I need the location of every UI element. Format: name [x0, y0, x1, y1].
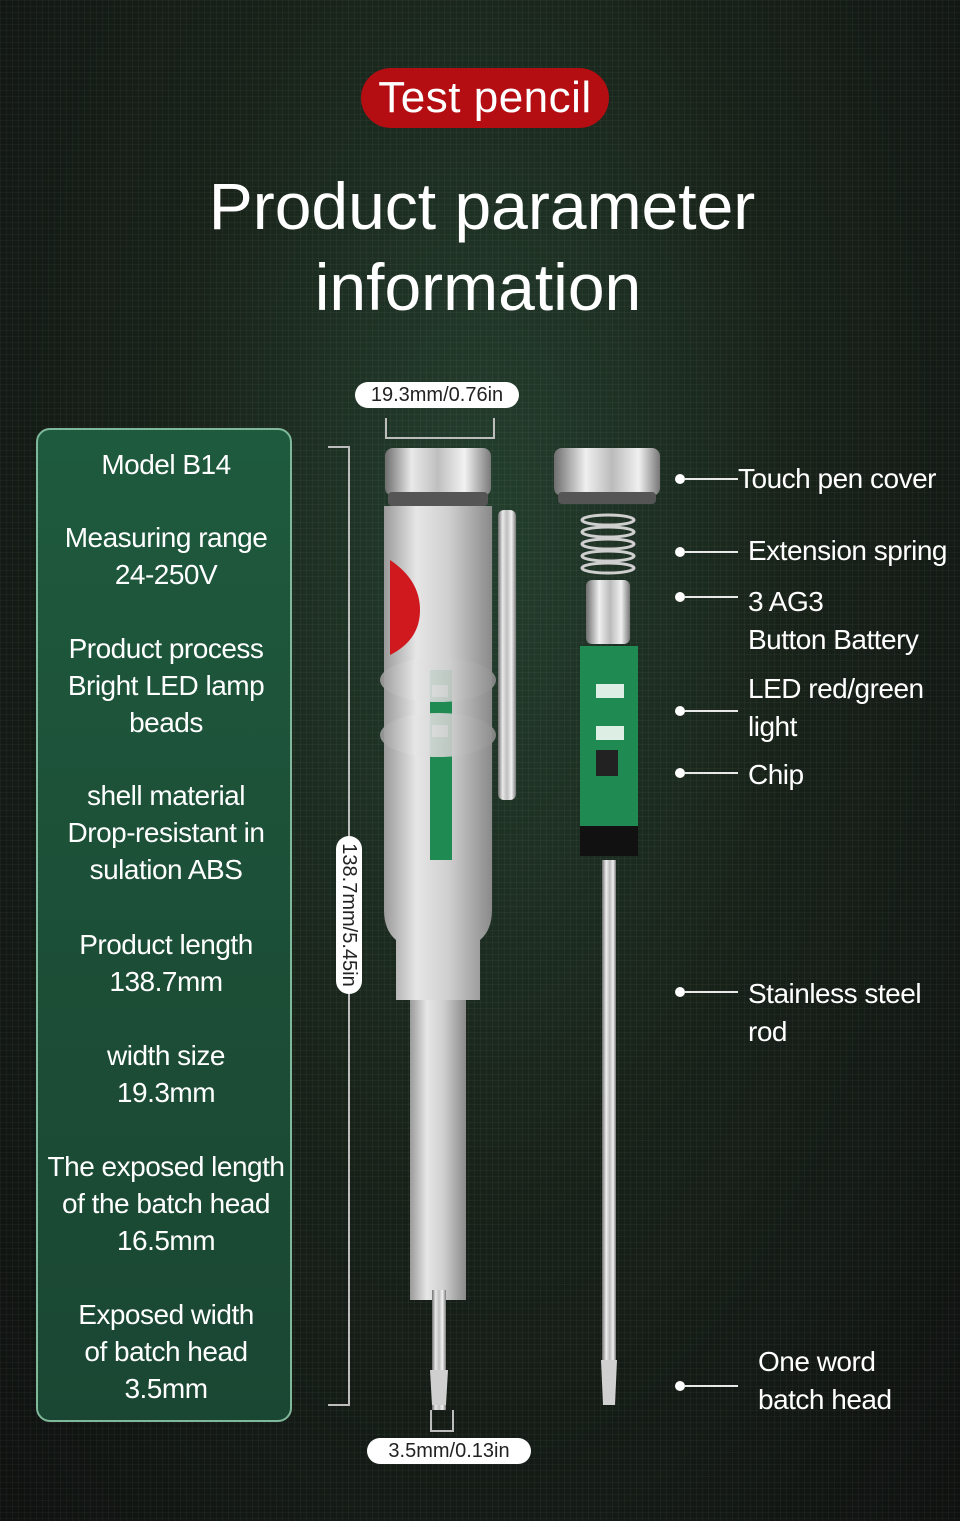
- callout-line-extension-spring: [684, 551, 738, 553]
- callout-dot-extension-spring: [675, 547, 685, 557]
- tip-dimension-label: 3.5mm/0.13in: [367, 1438, 531, 1464]
- callout-steel-rod: Stainless steel rod: [748, 978, 922, 1047]
- callout-dot-touch-pen-cover: [675, 474, 685, 484]
- callout-dot-steel-rod: [675, 987, 685, 997]
- callout-chip: Chip: [748, 759, 804, 790]
- callout-dot-battery: [675, 592, 685, 602]
- callout-touch-pen-cover: Touch pen cover: [738, 463, 936, 494]
- page-title-line2: information: [314, 250, 642, 324]
- callout-line-touch-pen-cover: [684, 478, 738, 480]
- width-tick-left: [385, 418, 387, 439]
- length-tick-top: [328, 446, 350, 448]
- length-tick-bottom: [328, 1404, 350, 1406]
- width-dimension-line: [385, 437, 495, 439]
- callout-line-led-light: [684, 710, 738, 712]
- callout-line-battery: [684, 596, 738, 598]
- exploded-view-illustration: [554, 448, 660, 1405]
- spec-model: Model B14: [101, 449, 231, 480]
- tip-tick-left: [430, 1410, 432, 1432]
- callout-dot-led-light: [675, 706, 685, 716]
- product-badge: Test pencil: [361, 68, 609, 128]
- callout-line-batch-head: [684, 1385, 738, 1387]
- callout-dot-chip: [675, 768, 685, 778]
- callout-line-chip: [684, 772, 738, 774]
- callout-extension-spring: Extension spring: [748, 535, 948, 566]
- width-dimension-label: 19.3mm/0.76in: [355, 382, 519, 408]
- tip-dimension-line: [430, 1430, 454, 1432]
- tip-tick-right: [452, 1410, 454, 1432]
- callout-line-steel-rod: [684, 991, 738, 993]
- assembled-test-pencil-illustration: [380, 448, 516, 1410]
- callout-dot-batch-head: [675, 1381, 685, 1391]
- width-tick-right: [493, 418, 495, 439]
- page-title-line1: Product parameter: [208, 169, 756, 243]
- length-dimension-label: 138.7mm/5.45in: [336, 836, 362, 994]
